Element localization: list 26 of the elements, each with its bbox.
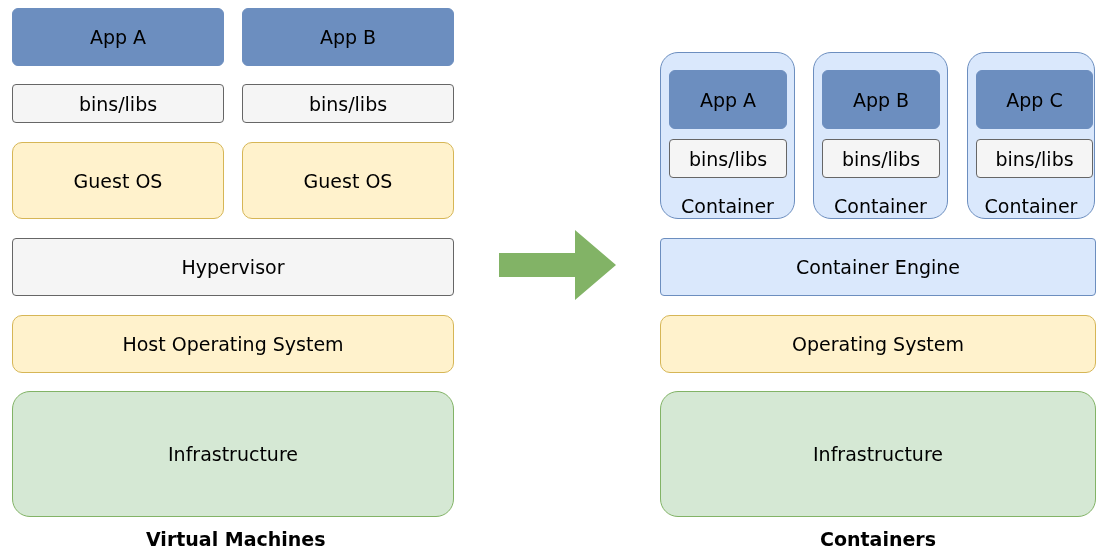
library-box: bins/libs — [669, 139, 787, 178]
container-label: Container — [983, 195, 1079, 217]
os-box: Guest OS — [12, 142, 224, 219]
infrastructure-box: Infrastructure — [12, 391, 454, 517]
app-box: App A — [669, 70, 787, 129]
os-box: Guest OS — [242, 142, 454, 219]
app-box: App A — [12, 8, 224, 66]
app-box: App B — [242, 8, 454, 66]
os-box: Operating System — [660, 315, 1096, 373]
hypervisor-box: Hypervisor — [12, 238, 454, 296]
library-box: bins/libs — [12, 84, 224, 123]
app-box: App B — [822, 70, 940, 129]
os-box: Host Operating System — [12, 315, 454, 373]
caption: Virtual Machines — [146, 528, 326, 550]
engine-box: Container Engine — [660, 238, 1096, 296]
container-label: Container — [680, 195, 775, 217]
app-box: App C — [976, 70, 1093, 129]
container-box — [967, 52, 1095, 219]
container-label: Container — [833, 195, 928, 217]
library-box: bins/libs — [242, 84, 454, 123]
container-box — [660, 52, 795, 219]
library-box: bins/libs — [976, 139, 1093, 178]
library-box: bins/libs — [822, 139, 940, 178]
caption: Containers — [820, 528, 937, 550]
container-box — [813, 52, 948, 219]
infrastructure-box: Infrastructure — [660, 391, 1096, 517]
